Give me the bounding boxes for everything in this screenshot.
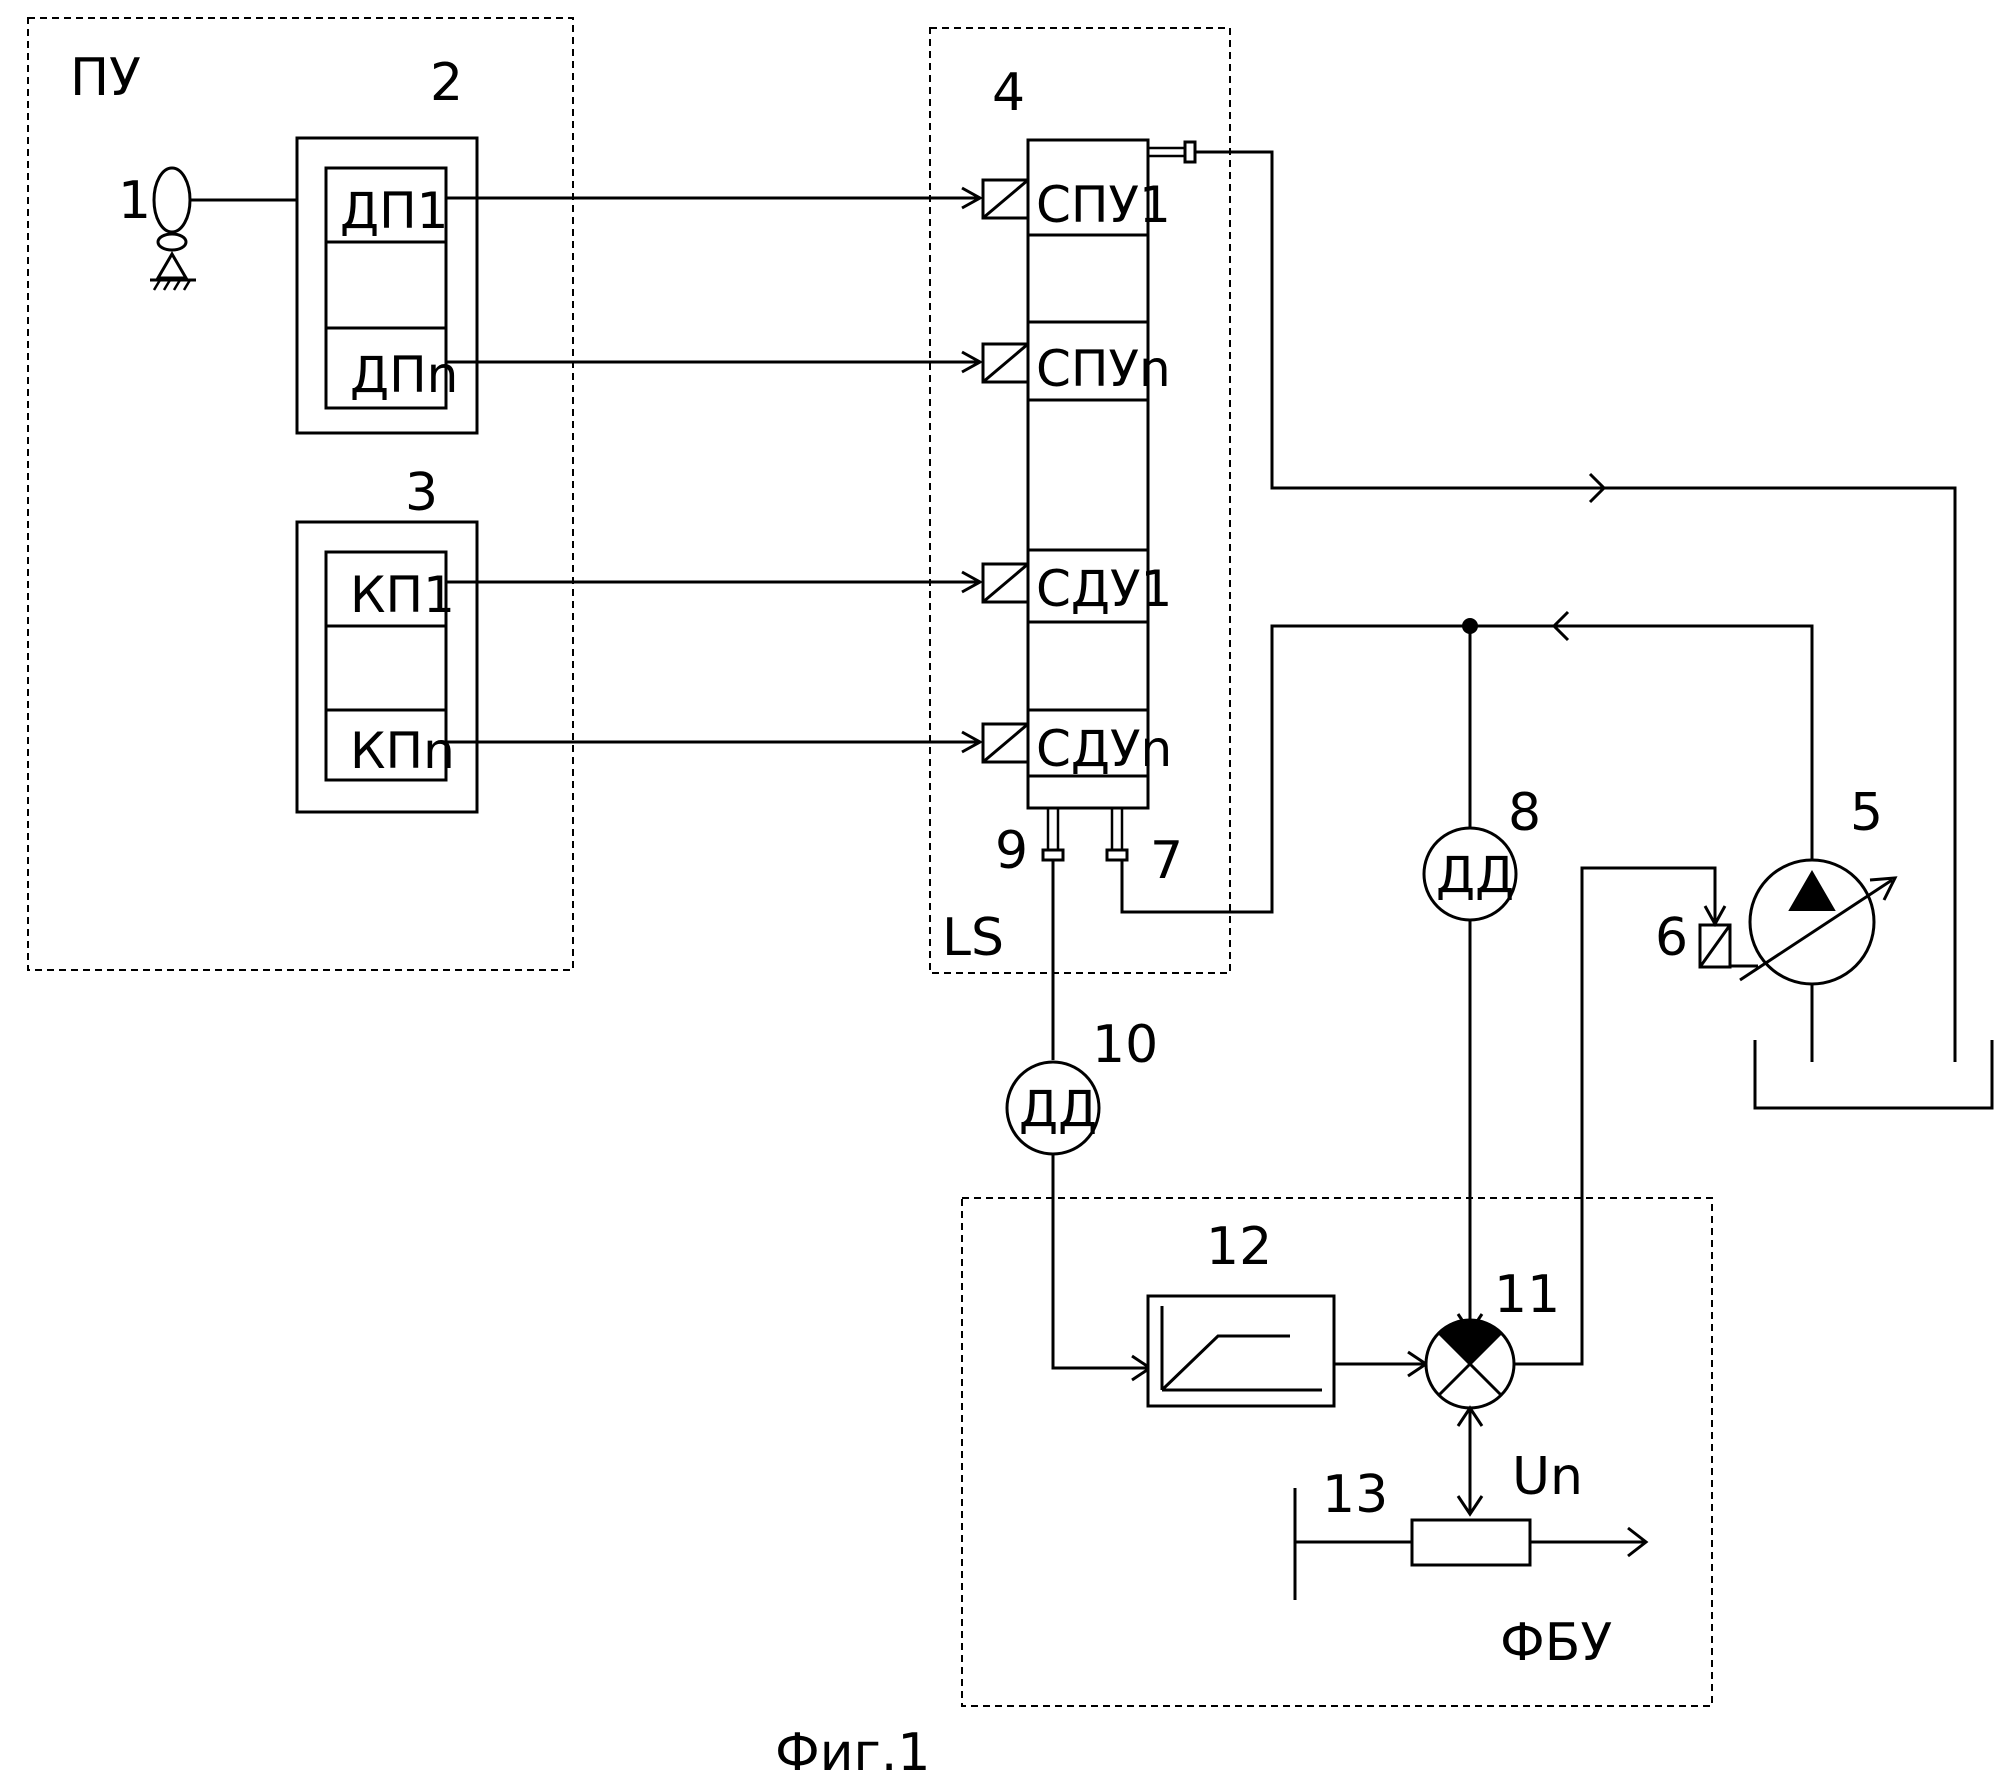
label-9: 9 [995, 821, 1028, 881]
sensor-8-label: ДД [1436, 846, 1514, 904]
block-2-top-label: ДП1 [340, 182, 448, 240]
label-10: 10 [1092, 1015, 1158, 1075]
valve-block-label: LS [942, 908, 1004, 968]
solenoid-icon [983, 180, 1028, 762]
summator-11 [1426, 1320, 1514, 1408]
section-sdun: СДУn [1036, 720, 1172, 778]
label-11: 11 [1494, 1265, 1560, 1325]
label-6: 6 [1655, 908, 1688, 968]
block-2-bottom-label: ДПn [350, 346, 458, 404]
label-12: 12 [1206, 1217, 1272, 1277]
section-spu1: СПУ1 [1036, 176, 1171, 234]
label-2: 2 [430, 53, 463, 113]
block-3-bottom-label: КПn [350, 722, 455, 780]
label-1: 1 [118, 171, 151, 231]
variable-pump-icon [1740, 860, 1895, 1062]
joystick-icon [150, 168, 196, 290]
label-5: 5 [1850, 783, 1883, 843]
sensor-10-label: ДД [1019, 1080, 1097, 1138]
control-panel-label: ПУ [70, 48, 141, 108]
control-unit-label: ФБУ [1500, 1613, 1612, 1673]
label-8: 8 [1508, 783, 1541, 843]
signal-un-label: Un [1512, 1447, 1583, 1507]
section-sdu1: СДУ1 [1036, 560, 1172, 618]
block-3-top-label: КП1 [350, 566, 455, 624]
label-13: 13 [1322, 1465, 1388, 1525]
potentiometer-13 [1412, 1520, 1530, 1565]
label-7: 7 [1150, 831, 1183, 891]
label-3: 3 [405, 463, 438, 523]
label-4: 4 [992, 63, 1025, 123]
section-spun: СПУn [1036, 340, 1171, 398]
figure-caption: Фиг.1 [775, 1723, 931, 1781]
block-4-body [1028, 140, 1148, 808]
